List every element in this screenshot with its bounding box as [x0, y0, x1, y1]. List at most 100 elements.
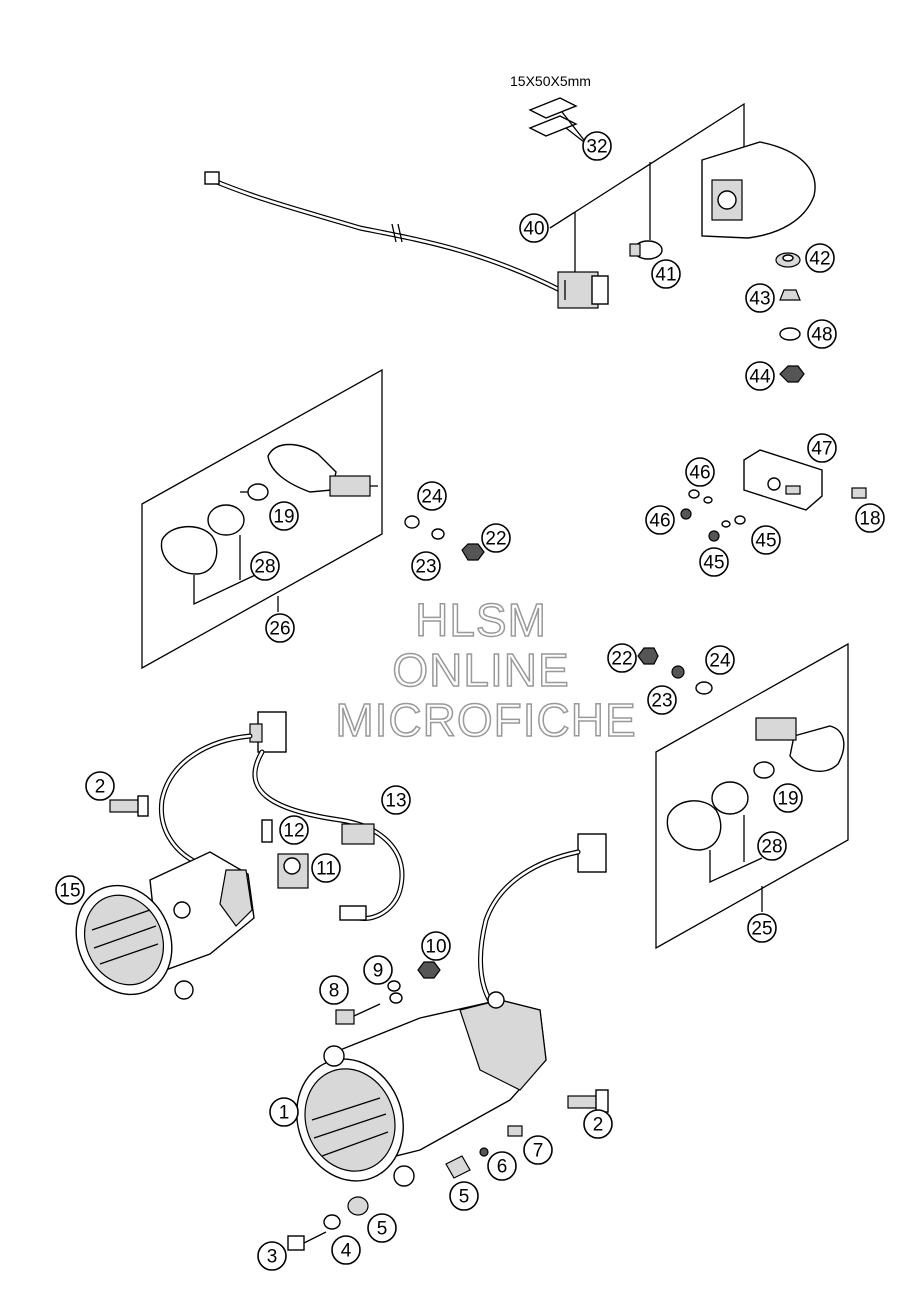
- callout-number: 12: [283, 821, 304, 842]
- callout-circle: [487, 1151, 517, 1181]
- callout-8: 8: [319, 975, 349, 1005]
- callout-number: 45: [755, 531, 776, 552]
- callout-number: 8: [329, 981, 340, 1002]
- callout-45: 45: [699, 547, 729, 577]
- callout-circle: [269, 501, 299, 531]
- callout-number: 22: [485, 529, 506, 550]
- callout-7: 7: [523, 1135, 553, 1165]
- callout-number: 45: [703, 553, 724, 574]
- callout-circle: [647, 685, 677, 715]
- callout-number: 10: [425, 937, 446, 958]
- right-turn-signal-assembly: [655, 642, 849, 950]
- callout-number: 15: [59, 881, 80, 902]
- callout-46: 46: [685, 457, 715, 487]
- callout-18: 18: [855, 503, 885, 533]
- watermark-line1: HLSM: [415, 594, 547, 646]
- callout-24: 24: [417, 481, 447, 511]
- callout-circle: [279, 815, 309, 845]
- callout-circle: [523, 1135, 553, 1165]
- callout-15: 15: [55, 875, 85, 905]
- callout-number: 24: [709, 651, 731, 672]
- callout-number: 4: [341, 1241, 352, 1262]
- callout-number: 19: [273, 507, 294, 528]
- callout-22: 22: [607, 643, 637, 673]
- callout-number: 32: [586, 137, 607, 158]
- watermark-line2: ONLINE: [392, 644, 569, 696]
- callout-number: 22: [611, 649, 632, 670]
- callout-circle: [319, 975, 349, 1005]
- callout-circle: [685, 457, 715, 487]
- callout-circle: [257, 1241, 287, 1271]
- callout-41: 41: [651, 259, 681, 289]
- callout-circle: [645, 505, 675, 535]
- callout-circle: [805, 243, 835, 273]
- callout-circle: [699, 547, 729, 577]
- callout-13: 13: [381, 785, 411, 815]
- callout-number: 9: [373, 961, 384, 982]
- callout-circle: [449, 1181, 479, 1211]
- callout-circle: [807, 319, 837, 349]
- callout-circle: [745, 361, 775, 391]
- callout-44: 44: [745, 361, 775, 391]
- callout-circle: [250, 551, 280, 581]
- callout-circle: [269, 1097, 299, 1127]
- callout-circle: [411, 551, 441, 581]
- headlight-15: [75, 851, 255, 1000]
- callout-5: 5: [367, 1213, 397, 1243]
- callout-40: 40: [519, 213, 549, 243]
- headlight-1: [287, 961, 609, 1251]
- callout-circle: [705, 645, 735, 675]
- callout-circle: [367, 1213, 397, 1243]
- turn-signal-hardware-upper: [404, 515, 485, 561]
- callout-circle: [381, 785, 411, 815]
- callout-circle: [481, 523, 511, 553]
- callout-28: 28: [250, 551, 280, 581]
- callout-circle: [55, 875, 85, 905]
- callout-number: 41: [655, 265, 676, 286]
- callout-number: 2: [95, 777, 106, 798]
- left-turn-signal-assembly: [141, 368, 383, 670]
- callout-number: 43: [749, 289, 770, 310]
- callout-number: 46: [689, 463, 710, 484]
- watermark: HLSM ONLINE MICROFICHE: [335, 593, 637, 747]
- callout-number: 28: [761, 837, 782, 858]
- callout-11: 11: [311, 853, 341, 883]
- callout-28: 28: [757, 831, 787, 861]
- callout-number: 13: [385, 791, 406, 812]
- callout-circle: [311, 853, 341, 883]
- callout-number: 5: [459, 1187, 470, 1208]
- callout-45: 45: [751, 525, 781, 555]
- callout-1: 1: [269, 1097, 299, 1127]
- callout-circle: [331, 1235, 361, 1265]
- callout-number: 2: [593, 1115, 604, 1136]
- callout-26: 26: [265, 613, 295, 643]
- callout-circle: [85, 771, 115, 801]
- callout-12: 12: [279, 815, 309, 845]
- callout-4: 4: [331, 1235, 361, 1265]
- tail-light-assembly: [204, 97, 816, 383]
- callout-number: 7: [533, 1141, 544, 1162]
- callout-23: 23: [411, 551, 441, 581]
- callout-10: 10: [421, 931, 451, 961]
- callout-number: 11: [316, 859, 336, 880]
- callout-48: 48: [807, 319, 837, 349]
- callout-labels: 3240414243484419282624222347464546451822…: [55, 131, 885, 1271]
- callout-22: 22: [481, 523, 511, 553]
- callout-number: 28: [254, 557, 275, 578]
- callout-number: 23: [651, 691, 672, 712]
- callout-number: 47: [811, 439, 832, 460]
- callout-number: 40: [523, 219, 544, 240]
- callout-circle: [807, 433, 837, 463]
- callout-6: 6: [487, 1151, 517, 1181]
- callout-3: 3: [257, 1241, 287, 1271]
- callout-2: 2: [85, 771, 115, 801]
- callout-circle: [745, 283, 775, 313]
- callout-number: 44: [749, 367, 771, 388]
- callout-circle: [773, 783, 803, 813]
- callout-circle: [417, 481, 447, 511]
- callout-number: 25: [751, 919, 772, 940]
- callout-number: 26: [269, 619, 290, 640]
- turn-signal-hardware-lower: [637, 647, 713, 695]
- callout-number: 19: [777, 789, 798, 810]
- callout-number: 1: [279, 1103, 290, 1124]
